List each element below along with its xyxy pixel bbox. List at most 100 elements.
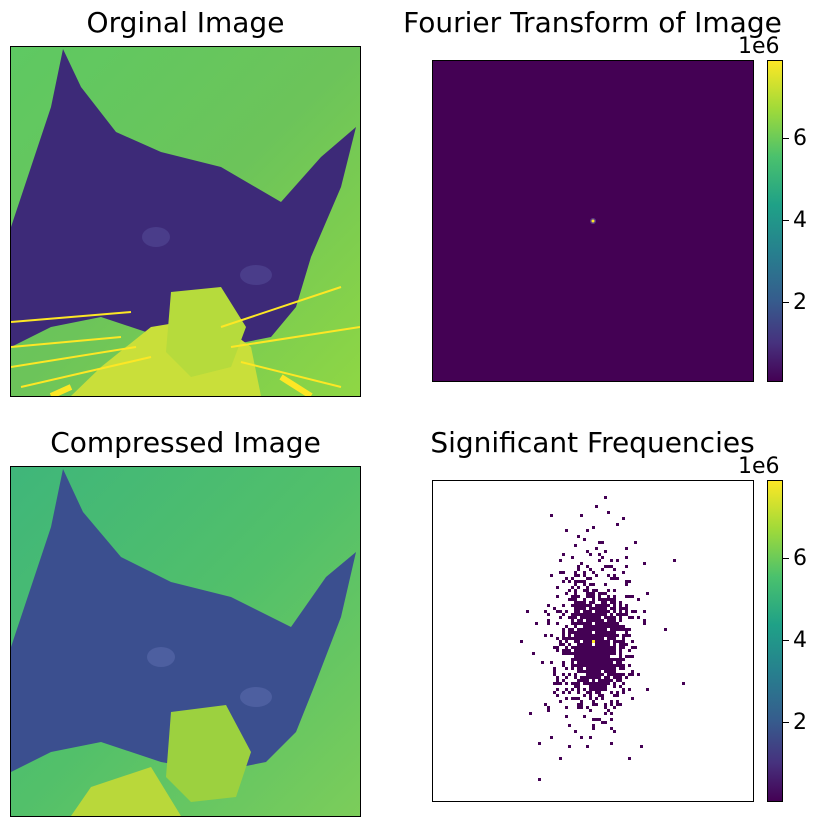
frequency-pixel xyxy=(598,646,601,649)
frequency-pixel xyxy=(571,598,574,601)
frequency-pixel xyxy=(592,667,595,670)
frequency-pixel xyxy=(586,634,589,637)
frequency-pixel xyxy=(610,742,613,745)
frequency-pixel xyxy=(577,664,580,667)
frequency-pixel xyxy=(595,640,598,643)
frequency-pixel xyxy=(574,652,577,655)
frequency-pixel xyxy=(574,595,577,598)
frequency-pixel xyxy=(595,664,598,667)
colorbar-tick xyxy=(783,302,789,303)
frequency-pixel xyxy=(595,649,598,652)
frequency-pixel xyxy=(577,649,580,652)
frequency-pixel xyxy=(583,604,586,607)
frequency-pixel xyxy=(580,604,583,607)
frequency-pixel xyxy=(550,634,553,637)
frequency-pixel xyxy=(592,655,595,658)
frequency-pixel xyxy=(619,616,622,619)
frequency-pixel xyxy=(595,703,598,706)
frequency-pixel xyxy=(604,688,607,691)
frequency-pixel xyxy=(604,658,607,661)
frequency-pixel xyxy=(577,643,580,646)
frequency-pixel xyxy=(598,667,601,670)
frequency-pixel xyxy=(598,676,601,679)
frequency-pixel xyxy=(577,652,580,655)
frequency-pixel xyxy=(598,664,601,667)
frequency-pixel xyxy=(571,619,574,622)
fourier-transform-panel xyxy=(432,60,754,382)
frequency-pixel xyxy=(580,628,583,631)
frequency-pixel xyxy=(580,616,583,619)
frequency-pixel xyxy=(613,589,616,592)
frequency-pixel xyxy=(592,646,595,649)
frequency-pixel xyxy=(604,721,607,724)
frequency-pixel xyxy=(619,643,622,646)
frequency-pixel xyxy=(577,670,580,673)
frequency-pixel xyxy=(562,637,565,640)
frequency-pixel xyxy=(547,622,550,625)
frequency-pixel xyxy=(571,577,574,580)
frequency-pixel xyxy=(592,583,595,586)
frequency-pixel xyxy=(622,643,625,646)
frequency-pixel xyxy=(571,622,574,625)
frequency-pixel xyxy=(628,595,631,598)
frequency-pixel xyxy=(592,613,595,616)
frequency-pixel xyxy=(610,616,613,619)
frequency-pixel xyxy=(628,628,631,631)
frequency-pixel xyxy=(589,583,592,586)
fourier-dc-peak xyxy=(591,219,595,223)
frequency-pixel xyxy=(613,616,616,619)
frequency-pixel xyxy=(613,664,616,667)
frequency-pixel xyxy=(589,694,592,697)
frequency-pixel xyxy=(574,664,577,667)
frequency-pixel xyxy=(589,652,592,655)
frequency-pixel xyxy=(577,682,580,685)
frequency-pixel xyxy=(571,637,574,640)
frequency-pixel xyxy=(601,721,604,724)
frequency-pixel xyxy=(616,628,619,631)
frequency-pixel xyxy=(601,592,604,595)
frequency-pixel xyxy=(601,622,604,625)
frequency-pixel xyxy=(601,568,604,571)
frequency-pixel xyxy=(601,682,604,685)
frequency-pixel xyxy=(583,616,586,619)
frequency-pixel xyxy=(601,613,604,616)
frequency-pixel xyxy=(571,628,574,631)
frequency-pixel xyxy=(610,637,613,640)
frequency-pixel xyxy=(589,664,592,667)
frequency-pixel xyxy=(574,574,577,577)
frequency-pixel xyxy=(601,610,604,613)
original-image-panel xyxy=(10,46,361,397)
frequency-pixel xyxy=(526,610,529,613)
frequency-pixel xyxy=(580,619,583,622)
frequency-pixel xyxy=(643,610,646,613)
frequency-pixel xyxy=(619,604,622,607)
frequency-pixel xyxy=(565,715,568,718)
frequency-pixel xyxy=(583,628,586,631)
frequency-pixel xyxy=(613,619,616,622)
frequency-pixel xyxy=(613,652,616,655)
frequency-pixel xyxy=(595,631,598,634)
frequency-pixel xyxy=(613,604,616,607)
frequency-pixel xyxy=(562,553,565,556)
frequency-pixel xyxy=(574,589,577,592)
frequency-pixel xyxy=(598,688,601,691)
frequency-pixel xyxy=(589,676,592,679)
frequency-pixel xyxy=(574,571,577,574)
frequency-pixel xyxy=(565,688,568,691)
frequency-pixel xyxy=(556,688,559,691)
frequency-pixel xyxy=(607,676,610,679)
frequency-pixel xyxy=(595,697,598,700)
frequency-pixel xyxy=(595,670,598,673)
frequency-pixel xyxy=(559,559,562,562)
frequency-pixel xyxy=(565,640,568,643)
frequency-pixel xyxy=(604,583,607,586)
frequency-pixel xyxy=(613,607,616,610)
frequency-pixel xyxy=(595,589,598,592)
frequency-pixel xyxy=(616,673,619,676)
frequency-pixel xyxy=(577,658,580,661)
frequency-pixel xyxy=(562,571,565,574)
frequency-pixel xyxy=(598,670,601,673)
frequency-pixel xyxy=(574,658,577,661)
frequency-pixel xyxy=(595,691,598,694)
frequency-pixel xyxy=(568,631,571,634)
